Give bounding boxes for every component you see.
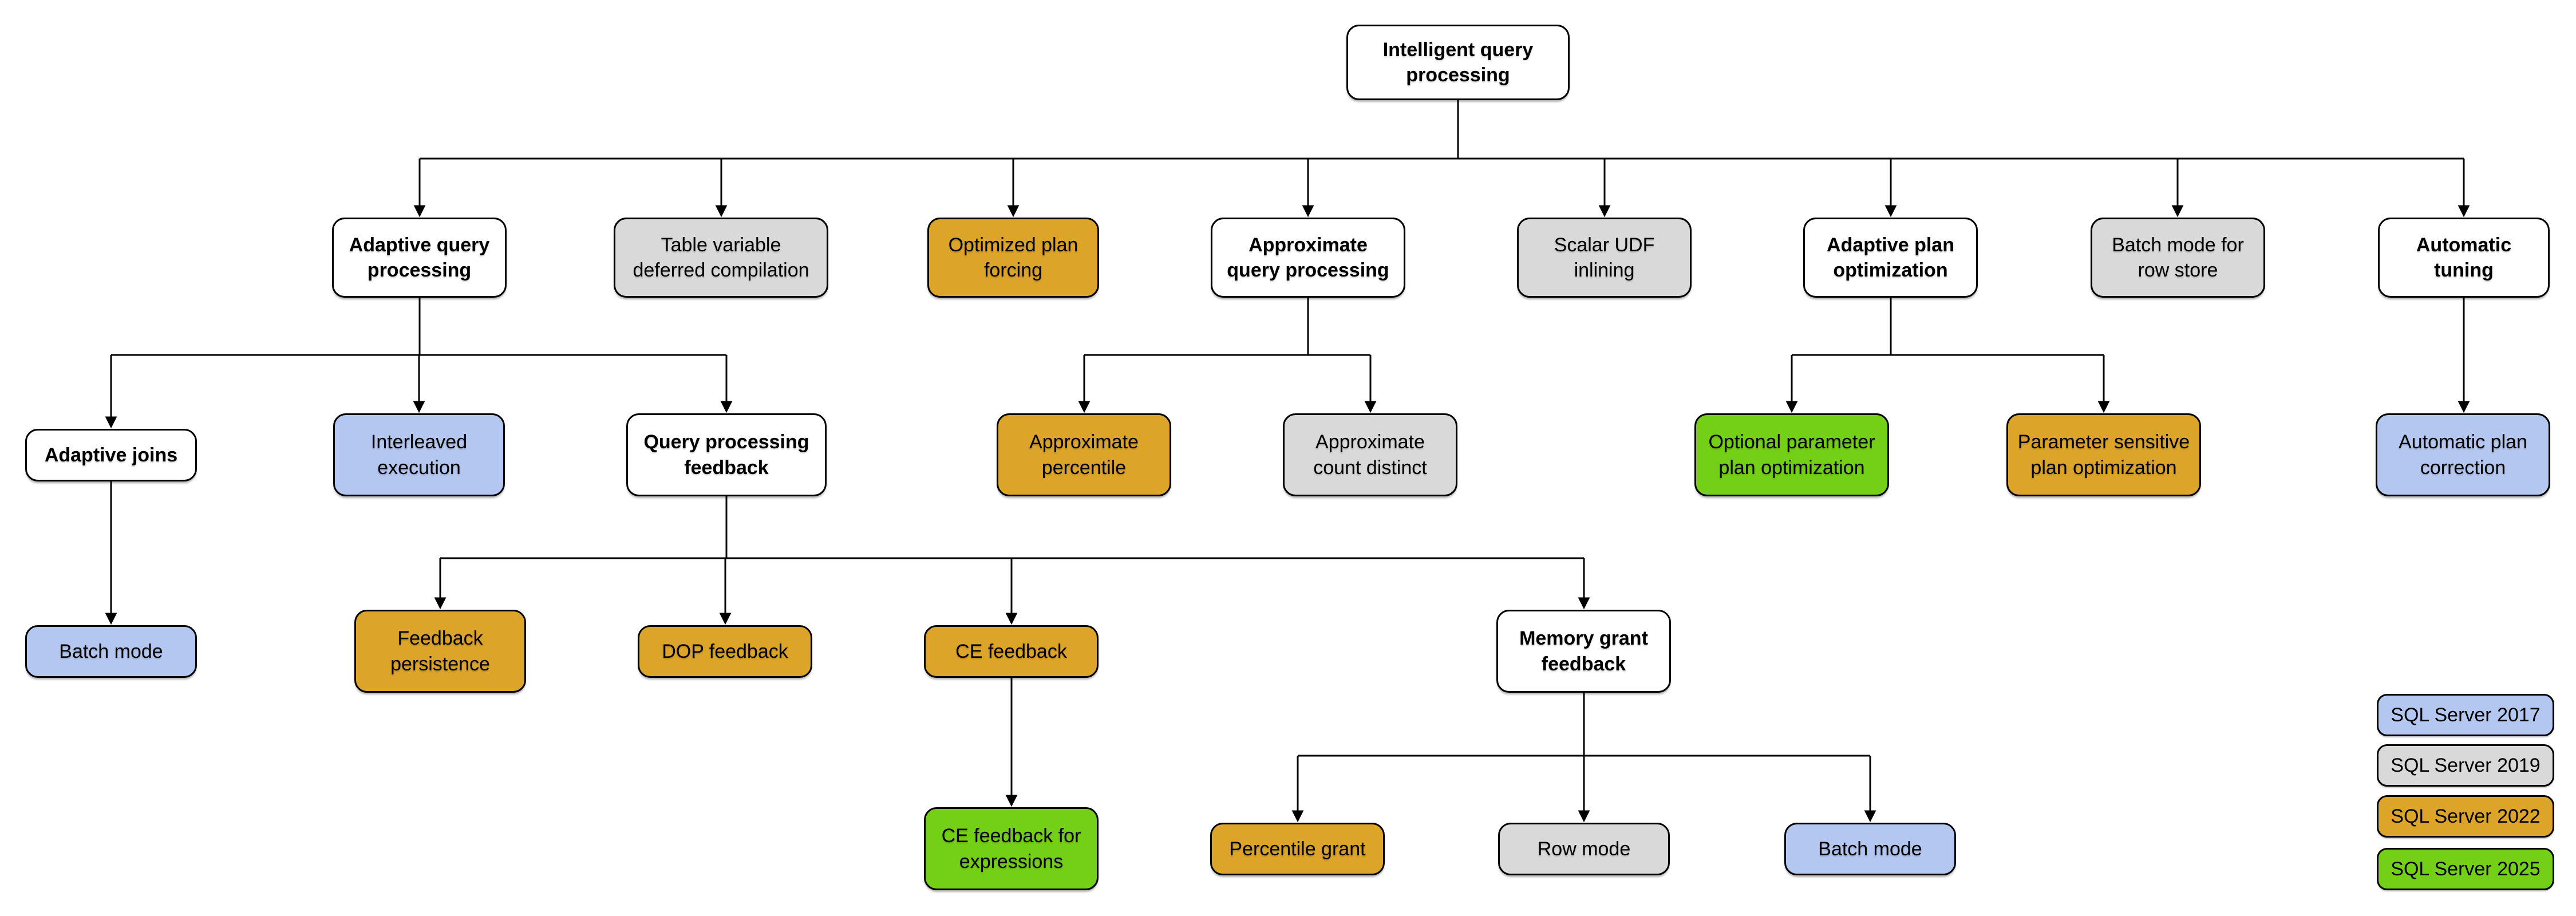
node-table-variable-deferred-compilation: Table variable deferred compilation <box>614 218 828 298</box>
node-batch-mode-for-row-store: Batch mode for row store <box>2091 218 2265 298</box>
node-dop-feedback: DOP feedback <box>638 625 812 678</box>
node-intelligent-query-processing: Intelligent query processing <box>1346 25 1570 100</box>
node-row-mode: Row mode <box>1498 823 1670 875</box>
node-automatic-tuning: Automatic tuning <box>2378 218 2550 298</box>
node-scalar-udf-inlining: Scalar UDF inlining <box>1517 218 1692 298</box>
node-percentile-grant: Percentile grant <box>1210 823 1385 875</box>
legend-sql-server-2022: SQL Server 2022 <box>2377 795 2554 838</box>
node-optimized-plan-forcing: Optimized plan forcing <box>927 218 1099 298</box>
node-ce-feedback: CE feedback <box>924 625 1099 678</box>
node-adaptive-plan-optimization: Adaptive plan optimization <box>1803 218 1978 298</box>
node-approximate-percentile: Approximate percentile <box>997 413 1171 496</box>
node-adaptive-query-processing: Adaptive query processing <box>332 218 507 298</box>
node-memory-grant-feedback: Memory grant feedback <box>1496 610 1671 693</box>
node-approximate-count-distinct: Approximate count distinct <box>1283 413 1457 496</box>
node-batch-mode-memory-grant: Batch mode <box>1784 823 1956 875</box>
node-ce-feedback-for-expressions: CE feedback for expressions <box>924 807 1099 890</box>
node-interleaved-execution: Interleaved execution <box>333 413 505 496</box>
node-adaptive-joins: Adaptive joins <box>25 429 197 481</box>
node-feedback-persistence: Feedback persistence <box>354 610 526 693</box>
legend-sql-server-2025: SQL Server 2025 <box>2377 848 2554 890</box>
node-automatic-plan-correction: Automatic plan correction <box>2376 413 2550 496</box>
node-approximate-query-processing: Approximate query processing <box>1211 218 1405 298</box>
node-batch-mode-adaptive-joins: Batch mode <box>25 625 197 678</box>
legend-sql-server-2019: SQL Server 2019 <box>2377 744 2554 787</box>
node-parameter-sensitive-plan-optimization: Parameter sensitive plan optimization <box>2006 413 2201 496</box>
node-optional-parameter-plan-optimization: Optional parameter plan optimization <box>1694 413 1889 496</box>
node-query-processing-feedback: Query processing feedback <box>626 413 827 496</box>
legend-sql-server-2017: SQL Server 2017 <box>2377 694 2554 736</box>
